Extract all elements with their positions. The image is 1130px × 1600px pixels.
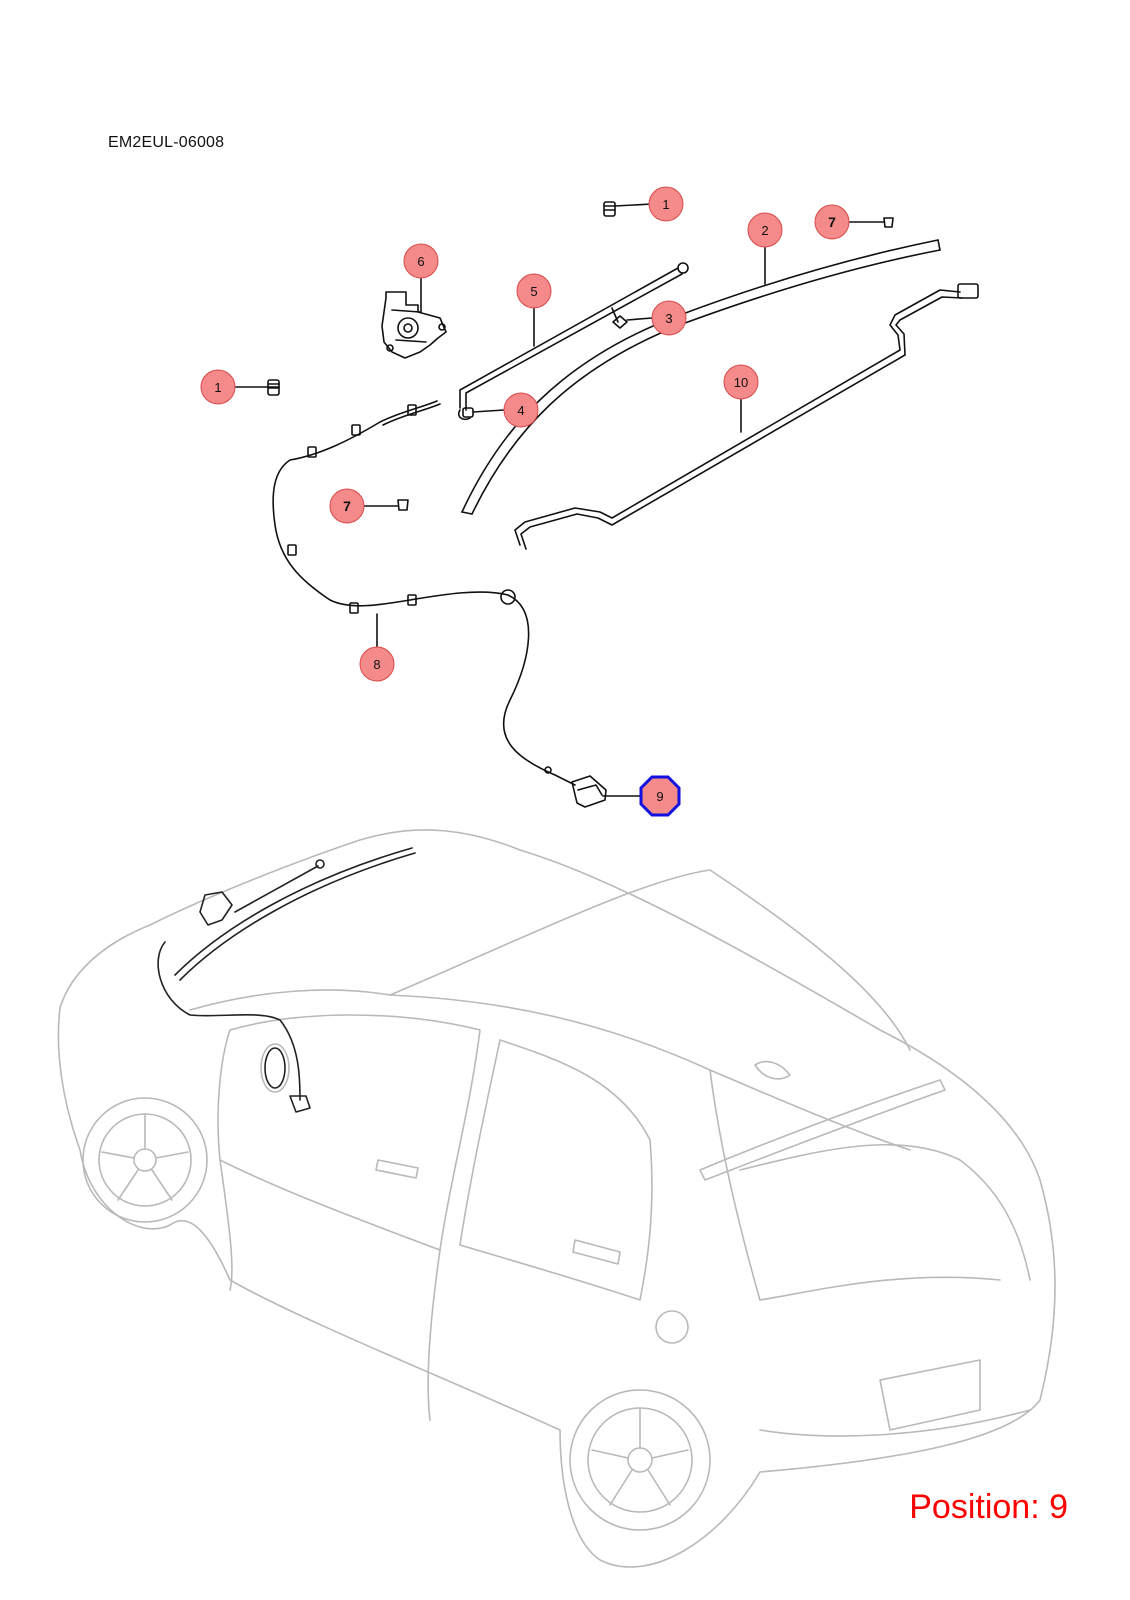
callout-circle — [503, 392, 539, 428]
callout-8[interactable]: 8 — [359, 646, 395, 682]
callout-highlight — [639, 775, 681, 817]
callouts: 1 1 2 3 4 5 6 7 7 8 9 10 — [200, 186, 850, 817]
callout-circle — [648, 186, 684, 222]
callout-9-selected[interactable]: 9 — [639, 775, 681, 817]
part-8-cable — [272, 400, 576, 786]
callout-label: 2 — [761, 223, 768, 238]
part-6-latch — [381, 291, 447, 359]
callout-6[interactable]: 6 — [403, 243, 439, 279]
callout-1[interactable]: 1 — [200, 369, 236, 405]
part-7-cap-mid — [397, 499, 409, 511]
callout-circle — [200, 369, 236, 405]
leader-4 — [472, 409, 505, 413]
part-10-tube — [514, 283, 979, 550]
callout-10[interactable]: 10 — [723, 364, 759, 400]
callout-4[interactable]: 4 — [503, 392, 539, 428]
callout-circle — [516, 273, 552, 309]
callout-label: 8 — [373, 657, 380, 672]
callout-circle — [814, 204, 850, 240]
car-installed-parts — [157, 847, 416, 1113]
diagram-code: EM2EUL-06008 — [108, 134, 225, 151]
callout-label: 1 — [214, 380, 221, 395]
callout-circle — [329, 488, 365, 524]
part-7-cap-top — [883, 217, 894, 228]
callout-label: 9 — [656, 789, 663, 804]
callout-2[interactable]: 2 — [747, 212, 783, 248]
callout-circle — [651, 300, 687, 336]
callout-label: 7 — [828, 214, 836, 230]
position-label: Position: 9 — [909, 1488, 1068, 1526]
callout-label: 5 — [530, 284, 537, 299]
callout-circle — [747, 212, 783, 248]
callout-label: 4 — [517, 403, 524, 418]
parts-group — [234, 201, 979, 808]
callout-3[interactable]: 3 — [651, 300, 687, 336]
callout-7[interactable]: 7 — [814, 204, 850, 240]
part-1-grommet-top — [603, 201, 616, 217]
callout-circle — [723, 364, 759, 400]
part-3-clip — [612, 315, 628, 329]
car-outline — [57, 829, 1056, 1568]
callout-label: 10 — [734, 375, 748, 390]
callout-label: 1 — [662, 197, 669, 212]
callout-label: 3 — [665, 311, 672, 326]
leader-3 — [626, 317, 653, 321]
callout-label: 6 — [417, 254, 424, 269]
callout-5[interactable]: 5 — [516, 273, 552, 309]
part-5-rod — [459, 262, 689, 411]
callout-7[interactable]: 7 — [329, 488, 365, 524]
callout-circle — [359, 646, 395, 682]
callout-label: 7 — [343, 498, 351, 514]
callout-1[interactable]: 1 — [648, 186, 684, 222]
part-9-handle-actuator — [571, 775, 607, 808]
callout-circle — [403, 243, 439, 279]
leader-1a — [614, 203, 653, 207]
